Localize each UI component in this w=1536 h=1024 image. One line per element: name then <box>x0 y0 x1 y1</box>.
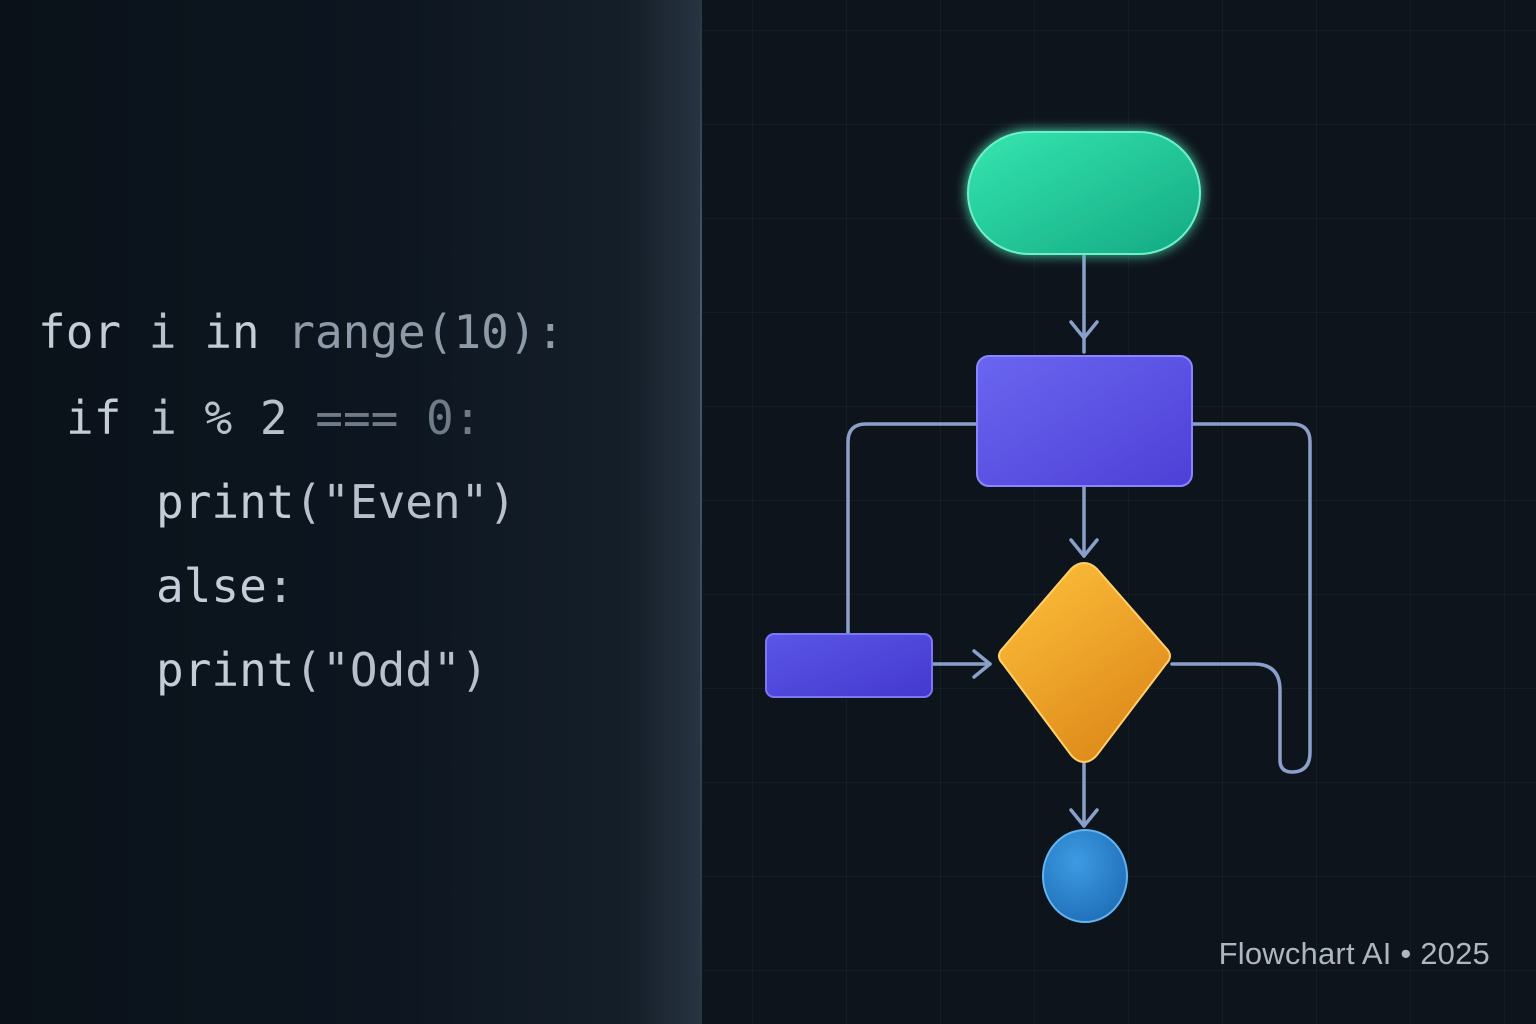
start-terminator <box>967 131 1201 255</box>
end-connector <box>1042 829 1128 923</box>
arrowhead-decision <box>1069 538 1099 558</box>
edge-process-to-input <box>846 422 980 638</box>
input-box <box>765 633 933 698</box>
code-line-5: print("Odd") <box>156 643 489 697</box>
arrowhead-process <box>1069 320 1099 340</box>
decision-diamond <box>998 561 1171 764</box>
arrowhead-input <box>972 649 992 679</box>
edge-loop-back <box>1170 422 1312 774</box>
code-line-3: print("Even") <box>156 475 517 529</box>
connectors <box>846 254 1312 828</box>
arrowhead-end <box>1069 808 1099 828</box>
code-line-2: if i % 2 === 0: <box>66 391 482 445</box>
footer-caption: Flowchart AI • 2025 <box>1218 936 1490 971</box>
code-line-1: for i in range(10): <box>38 305 565 359</box>
panel-divider <box>700 0 702 1024</box>
code-panel: for i in range(10): if i % 2 === 0: prin… <box>0 0 700 1024</box>
code-line-4: alse: <box>156 559 295 613</box>
process-box <box>976 355 1193 487</box>
